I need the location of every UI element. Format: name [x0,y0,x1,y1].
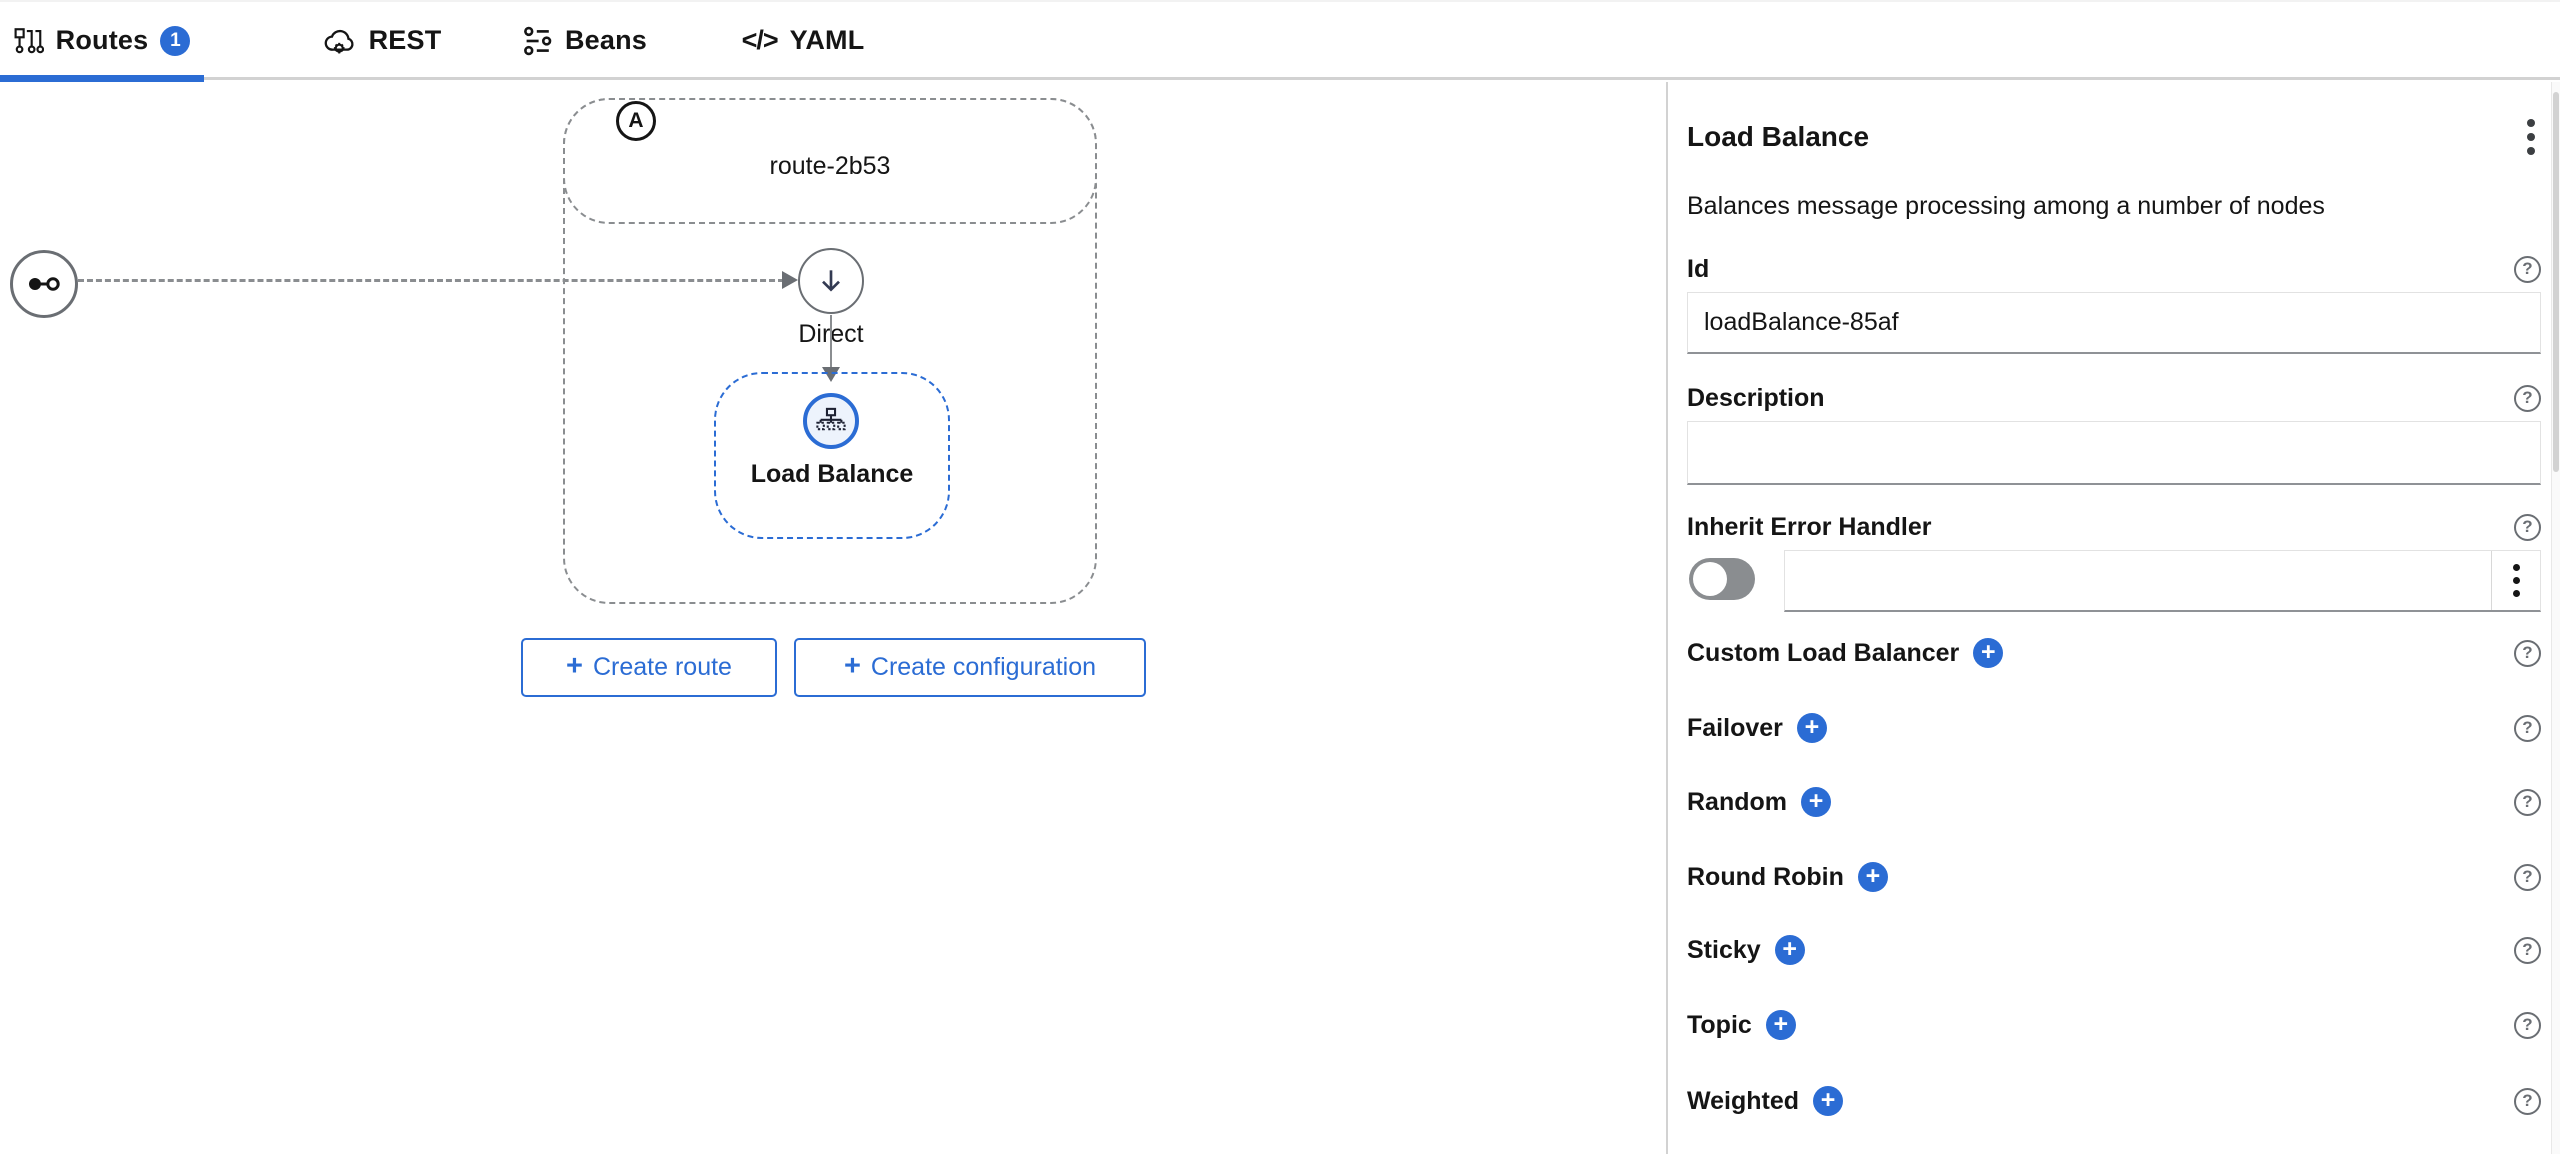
inherit-error-handler-toggle[interactable] [1689,558,1755,600]
route-visibility-badge[interactable]: A [616,101,656,141]
panel-title: Load Balance [1687,121,1870,152]
route-name-label: route-2b53 [769,152,891,180]
add-row-label: Custom Load Balancer [1687,638,1960,667]
id-input[interactable] [1687,292,2541,354]
tab-yaml-label: YAML [789,25,865,55]
tab-yaml[interactable]: </> YAML [718,2,888,79]
direct-to-loadbalance-edge [830,315,832,369]
panel-header: Load Balance [1687,114,2541,160]
add-row-label: Topic [1687,1010,1752,1039]
description-field-label: Description [1687,383,1825,412]
plus-circle-icon[interactable]: + [1765,1010,1796,1040]
panel-scrollbar-thumb[interactable] [2553,92,2559,472]
tab-routes[interactable]: Routes 1 [0,2,204,82]
help-icon[interactable]: ? [2514,513,2541,541]
inherit-error-handler-input[interactable] [1785,551,2491,610]
plus-circle-icon[interactable]: + [1973,638,2004,668]
help-icon[interactable]: ? [2514,255,2541,283]
add-row-custom-load-balancer: Custom Load Balancer + ? [1687,636,2541,670]
add-row-random: Random + ? [1687,785,2541,819]
arrow-down-icon [815,265,847,297]
routes-count-badge: 1 [160,25,191,56]
loadbalance-node[interactable] [803,393,859,449]
id-field-label: Id [1687,254,1710,283]
plus-circle-icon[interactable]: + [1796,713,1827,743]
inherit-error-handler-header: Inherit Error Handler ? [1687,510,2541,544]
create-route-button-label: Create route [592,653,732,681]
tab-beans-label: Beans [564,25,648,55]
rest-icon [321,26,357,56]
add-row-label: Failover [1687,713,1783,742]
plus-circle-icon[interactable]: + [1774,935,1805,965]
help-icon[interactable]: ? [2514,936,2541,964]
plus-circle-icon[interactable]: + [1857,862,1888,892]
help-icon[interactable]: ? [2514,714,2541,742]
create-route-button[interactable]: + Create route [521,638,777,697]
help-icon[interactable]: ? [2514,788,2541,816]
plus-icon: + [566,649,583,682]
routes-icon [14,27,44,54]
add-row-label: Round Robin [1687,862,1844,891]
add-row-sticky: Sticky + ? [1687,933,2541,967]
tab-beans[interactable]: Beans [500,2,670,79]
add-row-topic: Topic + ? [1687,1008,2541,1042]
help-icon[interactable]: ? [2514,1011,2541,1039]
create-configuration-button-label: Create configuration [870,653,1097,681]
beans-icon [523,26,553,56]
flow-start-node[interactable] [10,250,78,318]
plus-icon: + [843,649,861,682]
create-configuration-button[interactable]: + Create configuration [794,638,1146,697]
tab-bar: Routes 1 REST [0,0,2560,82]
connector-arrowhead-right [782,271,798,289]
plus-circle-icon[interactable]: + [1801,787,1831,817]
description-textarea[interactable] [1687,421,2541,485]
panel-kebab-menu-icon[interactable] [2521,118,2541,156]
help-icon[interactable]: ? [2514,384,2541,412]
panel-subtitle: Balances message processing among a numb… [1687,192,2325,220]
description-field-header: Description ? [1687,381,2541,415]
help-icon[interactable]: ? [2514,863,2541,891]
panel-divider [1666,82,1668,1154]
inherit-error-handler-label: Inherit Error Handler [1687,512,1932,541]
add-row-label: Random [1687,787,1787,816]
load-balance-icon [816,407,846,435]
loadbalance-selection-outline [714,372,950,539]
inherit-error-handler-input-group [1784,550,2541,612]
active-tab-underline [0,75,204,82]
toggle-knob [1693,562,1727,596]
edge-arrowhead-down [822,367,840,382]
add-row-label: Sticky [1687,935,1761,964]
help-icon[interactable]: ? [2514,1087,2541,1115]
add-row-round-robin: Round Robin + ? [1687,860,2541,894]
yaml-code-icon: </> [741,25,779,55]
tab-rest-label: REST [368,25,442,55]
dashed-connector [78,279,784,282]
endpoint-link-icon [26,275,62,293]
loadbalance-node-label: Load Balance [750,460,914,488]
direct-node[interactable] [798,248,864,314]
inherit-error-handler-kebab-icon[interactable] [2491,551,2540,610]
panel-scrollbar-track[interactable] [2551,82,2560,1154]
help-icon[interactable]: ? [2514,639,2541,667]
add-row-failover: Failover + ? [1687,711,2541,745]
plus-circle-icon[interactable]: + [1813,1086,1844,1116]
tab-rest[interactable]: REST [296,2,466,79]
id-field-header: Id ? [1687,252,2541,286]
tab-routes-label: Routes [55,25,149,55]
add-row-label: Weighted [1687,1086,1800,1115]
add-row-weighted: Weighted + ? [1687,1084,2541,1118]
